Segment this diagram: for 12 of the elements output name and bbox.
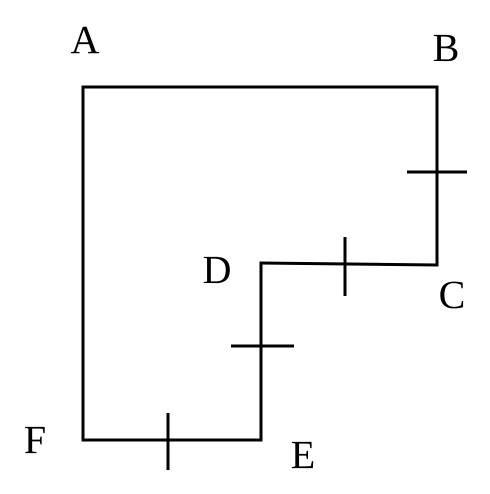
polygon-side <box>82 86 84 442</box>
polygon-side <box>82 438 262 442</box>
vertex-label: F <box>25 426 45 454</box>
polygon-side <box>260 262 438 266</box>
polygon-side <box>260 262 262 442</box>
polygon-side <box>436 86 438 266</box>
vertex-label: C <box>440 282 464 308</box>
vertex-label: A <box>70 26 100 54</box>
vertex-label: E <box>292 442 314 468</box>
vertex-label: D <box>204 256 230 284</box>
polygon-side <box>82 86 438 88</box>
vertex-label: B <box>434 34 458 62</box>
